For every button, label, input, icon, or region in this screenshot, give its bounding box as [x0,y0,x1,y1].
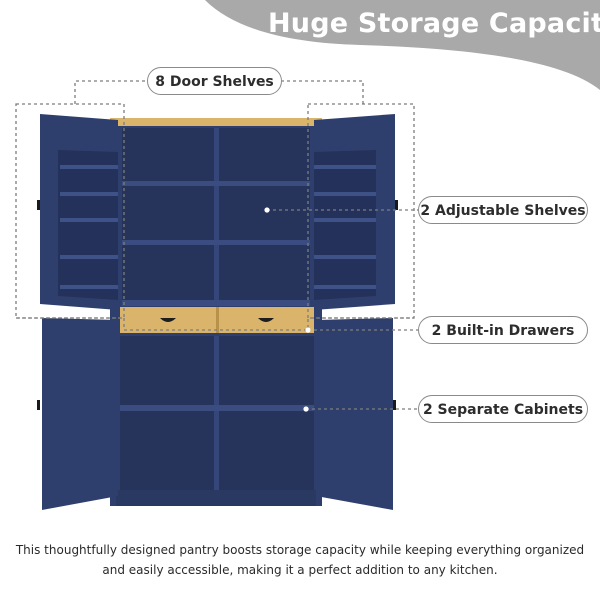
callout-drawers: 2 Built-in Drawers [418,316,588,344]
callout-adjustable-shelves: 2 Adjustable Shelves [418,196,588,224]
page-title: Huge Storage Capacity [268,8,600,39]
callout-cabinets: 2 Separate Cabinets [418,395,588,423]
callout-door-shelves: 8 Door Shelves [147,67,282,95]
product-caption: This thoughtfully designed pantry boosts… [15,543,585,577]
hinge-icon [37,200,398,410]
header-banner [205,0,600,90]
